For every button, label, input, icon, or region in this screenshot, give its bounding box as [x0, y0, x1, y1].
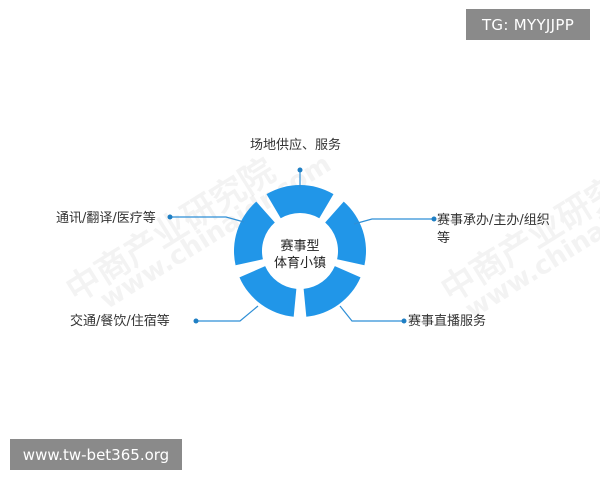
telegram-tag: TG: MYYJJPP [466, 9, 590, 40]
center-line-2: 体育小镇 [273, 256, 326, 271]
connector-upper-right [353, 218, 434, 225]
label-event-hosting: 赛事承办/主办/组织 等 [437, 212, 550, 248]
segment-lower-left [239, 266, 297, 317]
connector-lower-left-dot [193, 318, 199, 324]
connector-lower-right-dot [401, 318, 407, 324]
label-transport-catering: 交通/餐饮/住宿等 [70, 314, 170, 329]
connector-lower-right [339, 305, 404, 322]
segment-upper-left [234, 201, 275, 266]
center-line-1: 赛事型 [280, 239, 320, 254]
label-event-hosting-line2: 等 [437, 231, 451, 246]
segment-upper-right [325, 201, 366, 266]
segment-lower-right [303, 266, 361, 317]
label-live-broadcast: 赛事直播服务 [408, 314, 487, 329]
center-title: 赛事型 体育小镇 [262, 238, 338, 272]
connector-upper-left-dot [167, 214, 173, 220]
segment-top [266, 185, 334, 219]
label-venue-supply: 场地供应、服务 [250, 138, 342, 153]
connector-lower-left [196, 305, 259, 322]
connector-top-dot [297, 167, 303, 173]
label-communication-services: 通讯/翻译/医疗等 [56, 211, 156, 226]
label-event-hosting-line1: 赛事承办/主办/组织 [437, 213, 550, 228]
site-url-badge[interactable]: www.tw-bet365.org [10, 439, 182, 470]
connector-upper-left [170, 216, 245, 223]
connector-upper-right-dot [431, 216, 437, 222]
